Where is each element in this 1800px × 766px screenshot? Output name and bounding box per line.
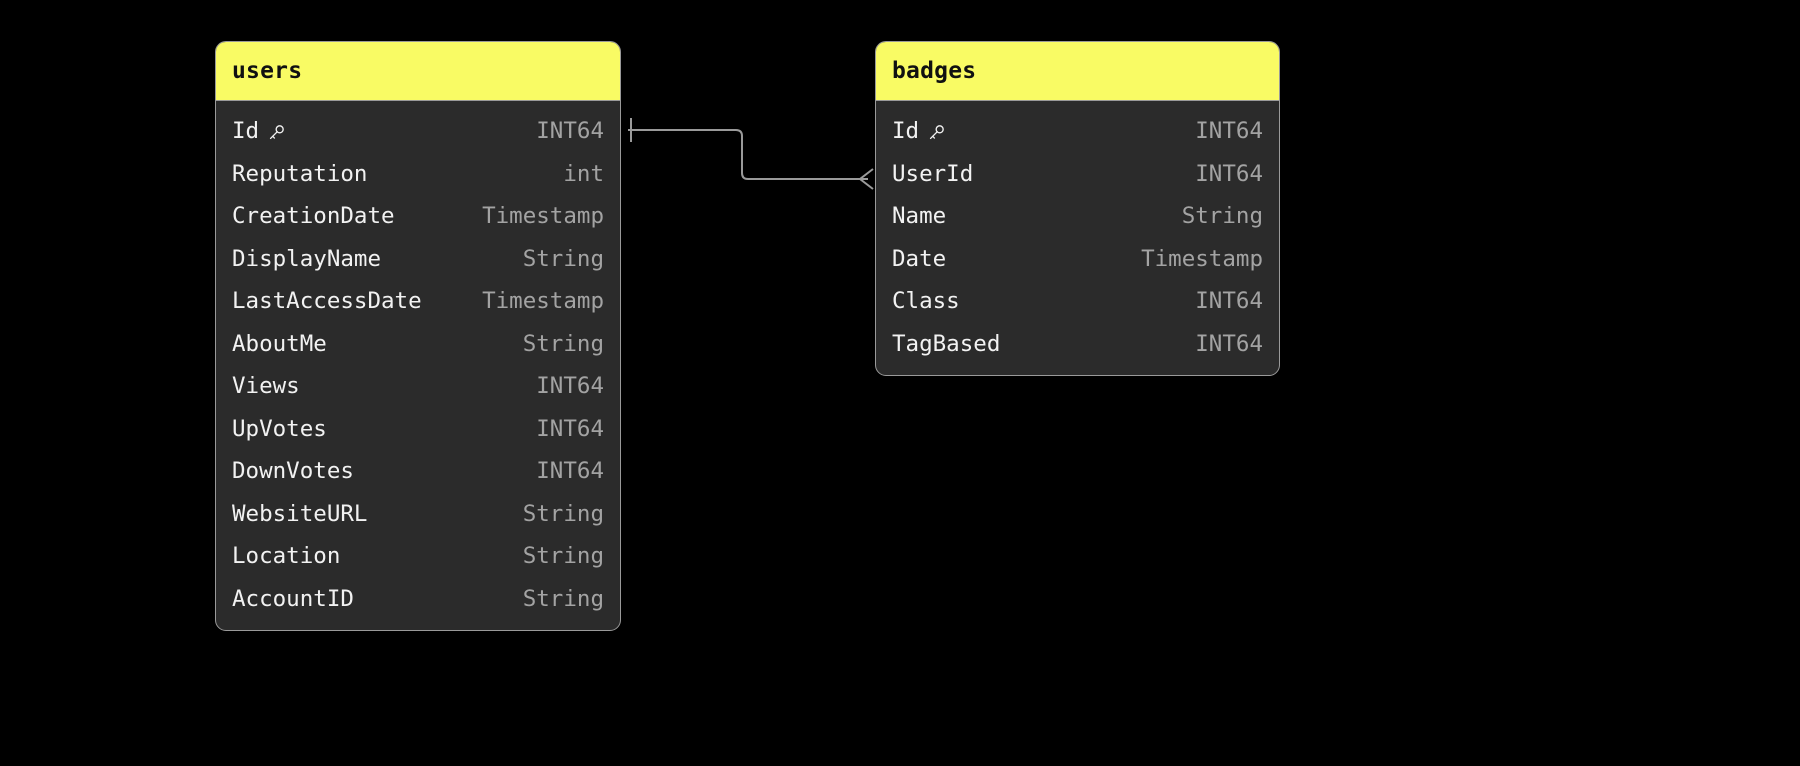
table-title-users: users xyxy=(216,42,620,101)
key-icon xyxy=(267,123,286,142)
field-name: UserId xyxy=(892,160,974,187)
field-name: LastAccessDate xyxy=(232,288,422,315)
field-type: INT64 xyxy=(536,118,604,145)
field-type: String xyxy=(1181,203,1263,230)
table-row[interactable]: TagBased INT64 xyxy=(876,323,1279,366)
table-row[interactable]: Name String xyxy=(876,195,1279,238)
field-name: TagBased xyxy=(892,330,1001,357)
field-type: INT64 xyxy=(536,415,604,442)
table-row[interactable]: AboutMe String xyxy=(216,323,620,366)
table-row[interactable]: UpVotes INT64 xyxy=(216,408,620,451)
field-type: String xyxy=(522,543,604,570)
field-name: AccountID xyxy=(232,585,354,612)
table-card-users[interactable]: users Id INT64 Reputation i xyxy=(215,41,621,631)
field-type: Timestamp xyxy=(482,288,604,315)
field-type: INT64 xyxy=(536,373,604,400)
field-type: String xyxy=(522,585,604,612)
field-type: INT64 xyxy=(1195,160,1263,187)
field-name: Reputation xyxy=(232,160,368,187)
field-name: UpVotes xyxy=(232,415,327,442)
field-type: INT64 xyxy=(1195,118,1263,145)
table-row[interactable]: DownVotes INT64 xyxy=(216,450,620,493)
field-name: Views xyxy=(232,373,300,400)
field-name: Id xyxy=(892,118,946,144)
table-row[interactable]: AccountID String xyxy=(216,578,620,621)
field-type: String xyxy=(522,245,604,272)
key-icon xyxy=(927,123,946,142)
table-row[interactable]: Location String xyxy=(216,535,620,578)
field-name: Location xyxy=(232,543,341,570)
field-name: Class xyxy=(892,288,960,315)
cardinality-many-marker xyxy=(858,168,874,190)
field-name: Name xyxy=(892,203,947,230)
field-list-users: Id INT64 Reputation int CreationDate xyxy=(216,101,620,630)
field-name: DownVotes xyxy=(232,458,354,485)
field-list-badges: Id INT64 UserId INT64 Name S xyxy=(876,101,1279,375)
field-type: INT64 xyxy=(1195,330,1263,357)
field-type: Timestamp xyxy=(482,203,604,230)
table-row[interactable]: Id INT64 xyxy=(216,110,620,153)
table-row[interactable]: Reputation int xyxy=(216,153,620,196)
table-row[interactable]: CreationDate Timestamp xyxy=(216,195,620,238)
field-name: Id xyxy=(232,118,286,144)
field-name: Date xyxy=(892,245,947,272)
table-card-badges[interactable]: badges Id INT64 UserId INT6 xyxy=(875,41,1280,376)
table-row[interactable]: Date Timestamp xyxy=(876,238,1279,281)
table-title-badges: badges xyxy=(876,42,1279,101)
relationship-line-users-badges xyxy=(628,129,868,180)
table-row[interactable]: WebsiteURL String xyxy=(216,493,620,536)
field-label: Id xyxy=(232,118,260,145)
field-label: Id xyxy=(892,118,920,145)
table-row[interactable]: LastAccessDate Timestamp xyxy=(216,280,620,323)
field-type: INT64 xyxy=(536,458,604,485)
table-row[interactable]: DisplayName String xyxy=(216,238,620,281)
field-type: Timestamp xyxy=(1141,245,1263,272)
field-type: INT64 xyxy=(1195,288,1263,315)
field-type: int xyxy=(563,160,604,187)
table-row[interactable]: Views INT64 xyxy=(216,365,620,408)
field-name: CreationDate xyxy=(232,203,395,230)
field-type: String xyxy=(522,500,604,527)
field-name: AboutMe xyxy=(232,330,327,357)
field-name: DisplayName xyxy=(232,245,382,272)
field-name: WebsiteURL xyxy=(232,500,368,527)
table-row[interactable]: Id INT64 xyxy=(876,110,1279,153)
table-row[interactable]: UserId INT64 xyxy=(876,153,1279,196)
field-type: String xyxy=(522,330,604,357)
table-row[interactable]: Class INT64 xyxy=(876,280,1279,323)
